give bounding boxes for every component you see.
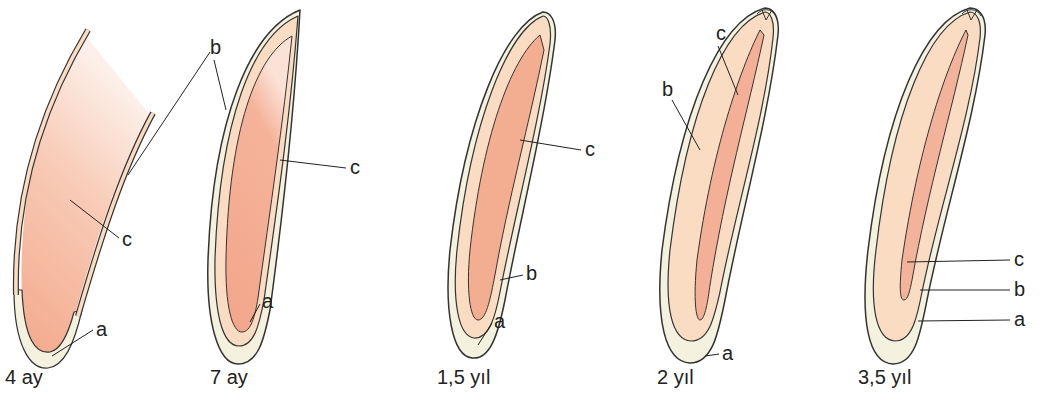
part-letter: c	[1014, 248, 1024, 271]
part-letter: a	[722, 342, 733, 365]
part-letter: b	[526, 262, 537, 285]
part-letter: a	[262, 290, 273, 313]
part-letter: a	[96, 318, 107, 341]
part-letter: b	[210, 36, 221, 59]
part-letter: b	[1014, 278, 1025, 301]
part-letter: c	[122, 228, 132, 251]
part-letter: b	[662, 78, 673, 101]
age-label: 4 ay	[5, 366, 43, 389]
age-label: 1,5 yıl	[437, 366, 490, 389]
part-letter: c	[350, 156, 360, 179]
age-label: 3,5 yıl	[858, 366, 911, 389]
part-letter: c	[716, 22, 726, 45]
part-letter: a	[494, 310, 505, 333]
age-label: 2 yıl	[657, 366, 694, 389]
leader-lines	[52, 46, 1010, 356]
part-letter: c	[585, 138, 595, 161]
age-label: 7 ay	[210, 366, 248, 389]
part-letter: a	[1014, 308, 1025, 331]
